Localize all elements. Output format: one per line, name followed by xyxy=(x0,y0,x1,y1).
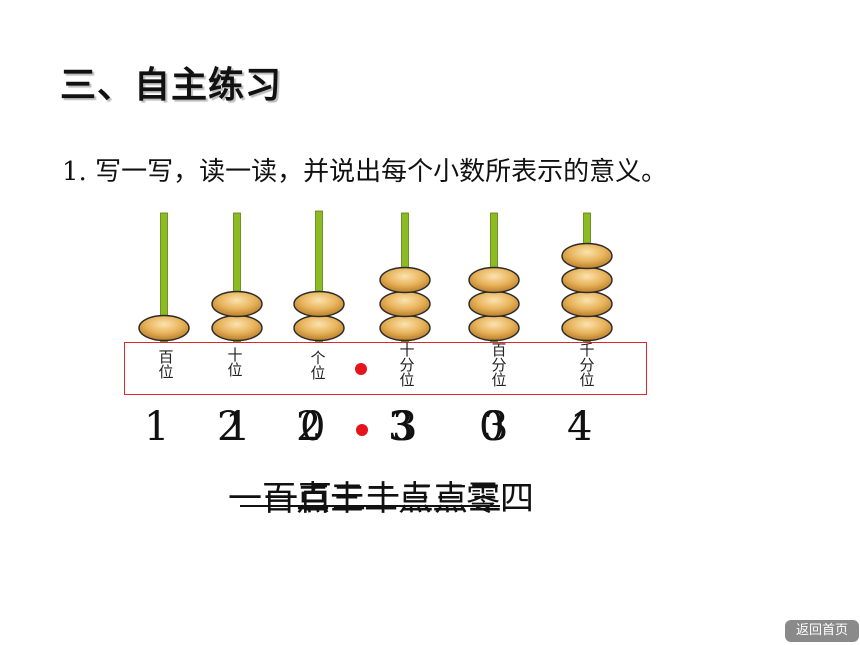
decimal-point-digit-dot xyxy=(356,424,368,436)
abacus-bead-tenths xyxy=(379,290,431,318)
reading-underline xyxy=(240,505,500,507)
abacus-bead-ones xyxy=(293,314,345,342)
abacus-bead-thousandths xyxy=(561,290,613,318)
digit-hundreds: 1 xyxy=(144,404,170,450)
place-label-thousandths: 千 分 位 xyxy=(579,341,595,389)
place-value-box xyxy=(124,342,647,395)
page-title: 三、自主练习 xyxy=(60,65,283,106)
abacus-bead-thousandths xyxy=(561,314,613,342)
decimal-point-dot xyxy=(355,363,367,375)
abacus-bead-tenths xyxy=(379,314,431,342)
digit-tens: 2 1 xyxy=(217,404,251,450)
digit-thousandths: 4 1 xyxy=(567,404,596,450)
abacus-bead-tens xyxy=(211,314,263,342)
place-label-hundreds: 百 位 xyxy=(158,348,174,381)
place-label-hundredths: 百 分 位 xyxy=(491,341,507,389)
abacus-bead-ones xyxy=(293,290,345,318)
place-label-tenths: 十 分 位 xyxy=(399,341,415,389)
home-button[interactable]: 返回首页 xyxy=(785,620,859,642)
digit-hundredths: 0 3 xyxy=(479,404,509,450)
digit-tenths: 3 3 xyxy=(388,404,418,450)
abacus-bead-thousandths xyxy=(561,266,613,294)
abacus-bead-hundredths xyxy=(468,290,520,318)
abacus-bead-hundredths xyxy=(468,314,520,342)
abacus-bead-hundreds xyxy=(138,314,190,342)
reading-line-1: 一百二十二点三零四 xyxy=(228,479,534,519)
reading-line-2: 点三二 xyxy=(296,479,398,519)
abacus-bead-tens xyxy=(211,290,263,318)
abacus-bead-tenths xyxy=(379,266,431,294)
reading-line-3: 一百二十三点三 xyxy=(264,479,502,519)
abacus-bead-thousandths xyxy=(561,242,613,270)
place-label-tens: 十 位 xyxy=(227,346,243,379)
place-label-ones: 个 位 xyxy=(310,349,326,382)
question-text: 1. 写一写，读一读，并说出每个小数所表示的意义。 xyxy=(62,157,668,187)
abacus-bead-hundredths xyxy=(468,266,520,294)
digit-ones: 2 0 xyxy=(296,404,326,450)
